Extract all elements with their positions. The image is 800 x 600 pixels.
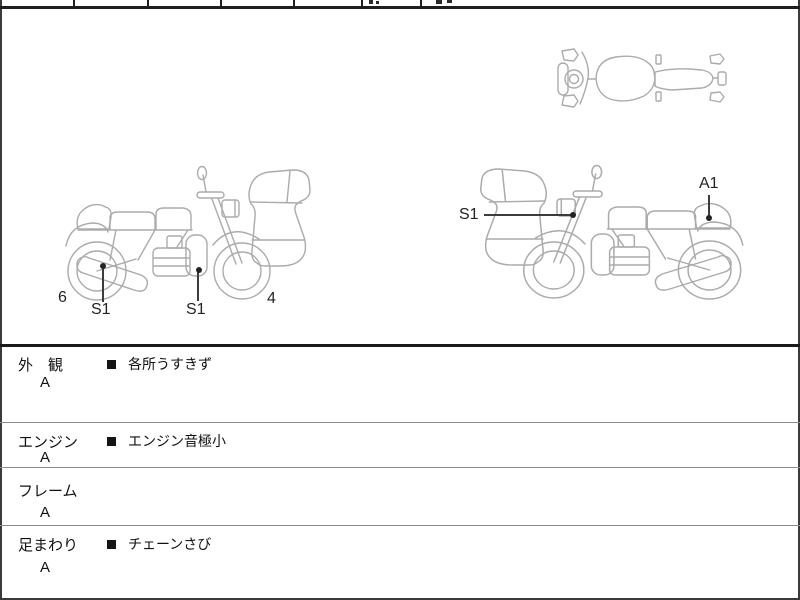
leader-line-left-rear — [102, 268, 104, 302]
comment-bullet-icon — [107, 360, 116, 369]
grade-value: A — [40, 559, 51, 576]
page-border-bottom — [0, 598, 800, 600]
damage-label-s1-rear: S1 — [91, 301, 111, 318]
text-remnant — [369, 0, 373, 4]
column-divider — [147, 0, 149, 7]
comment-bullet-icon — [107, 437, 116, 446]
category-label: 外 観 — [18, 357, 64, 374]
inspection-row-exterior: 外 観 A 各所うすきず — [0, 347, 800, 423]
category-label: 足まわり — [18, 537, 79, 554]
column-divider — [420, 0, 422, 7]
grade-value: A — [40, 504, 51, 521]
category-label: エンジン — [18, 434, 79, 451]
page-border-right — [798, 0, 800, 600]
motorcycle-left-side-view — [65, 165, 311, 301]
comment: エンジン音極小 — [107, 431, 226, 451]
column-divider — [293, 0, 295, 7]
leader-dot-left-mid — [196, 267, 202, 273]
comment: チェーンさび — [107, 534, 211, 554]
comment-bullet-icon — [107, 540, 116, 549]
text-remnant — [447, 0, 452, 3]
page-border-left — [0, 0, 2, 600]
damage-label-4: 4 — [267, 290, 276, 307]
damage-label-6: 6 — [58, 289, 67, 306]
leader-dot-right-front — [570, 212, 576, 218]
grade-value: A — [40, 374, 51, 391]
leader-line-right-front — [484, 214, 571, 216]
damage-label-s1-front: S1 — [459, 206, 479, 223]
grade-value: A — [40, 449, 51, 466]
motorcycle-top-view — [557, 48, 727, 108]
column-divider — [220, 0, 222, 7]
comment: 各所うすきず — [107, 354, 212, 374]
column-divider — [361, 0, 363, 7]
column-divider — [73, 0, 75, 7]
text-remnant — [436, 0, 442, 4]
leader-dot-left-rear — [100, 263, 106, 269]
header-strip-bottom-line — [0, 6, 800, 9]
leader-line-left-mid — [197, 272, 199, 301]
inspection-table: 外 観 A 各所うすきず エンジン A エンジン音極小 フレーム A 足まわり … — [0, 344, 800, 600]
leader-line-right-rear — [708, 195, 710, 216]
comment-text: チェーンさび — [128, 536, 212, 552]
category-label: フレーム — [18, 483, 78, 500]
damage-label-a1: A1 — [699, 175, 719, 192]
text-remnant — [376, 1, 379, 4]
inspection-row-engine: エンジン A エンジン音極小 — [0, 423, 800, 468]
inspection-row-undercarriage: 足まわり A チェーンさび — [0, 526, 800, 600]
comment-text: 各所うすきず — [128, 356, 212, 372]
inspection-row-frame: フレーム A — [0, 468, 800, 526]
comment-text: エンジン音極小 — [128, 433, 226, 449]
leader-dot-right-rear — [706, 215, 712, 221]
damage-label-s1-mid: S1 — [186, 301, 206, 318]
